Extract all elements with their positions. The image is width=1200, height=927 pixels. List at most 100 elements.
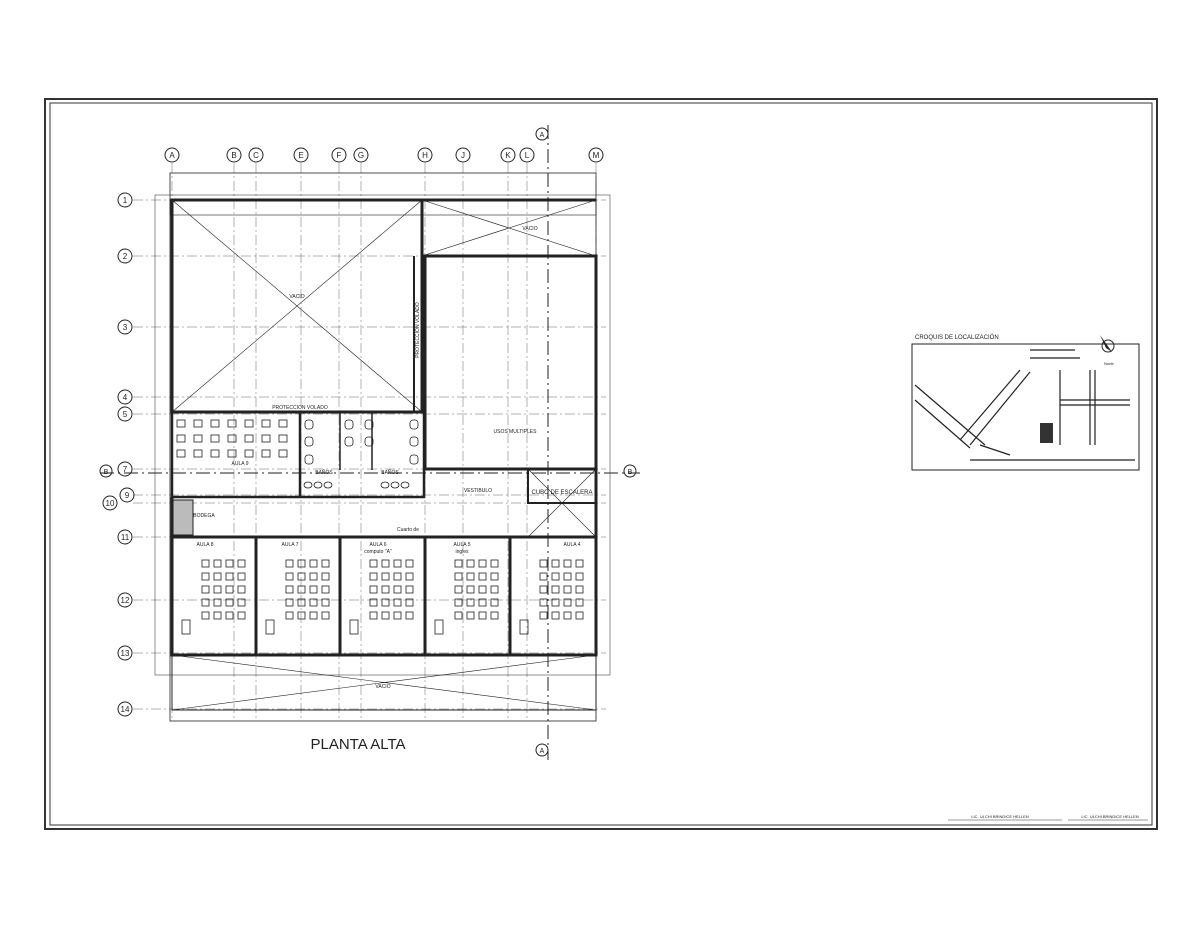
desk [454,611,463,620]
row-axis-label: 10 [106,499,115,508]
column-axis-bubble [500,147,516,163]
row-axis-bubble [119,487,135,503]
label-void: VACIO [289,294,304,300]
sink [323,481,333,489]
desk [575,611,584,620]
teacher-desk [181,619,191,635]
row-axis-bubble [117,529,133,545]
section-label-left: B [104,469,109,476]
classroom-furniture [176,419,584,635]
desk [381,559,390,568]
desk [551,585,560,594]
column-axis-label: M [593,151,600,160]
row-axis-label: 14 [121,705,130,714]
desk [551,572,560,581]
desk [393,611,402,620]
row-axis-label: 9 [125,491,130,500]
desk [369,611,378,620]
desk [454,559,463,568]
desk [201,585,210,594]
row-axis-label: 2 [123,252,128,261]
desk [563,559,572,568]
desk [297,585,306,594]
desk [405,585,414,594]
label-void: VACIO [522,226,537,232]
column-axis-label: A [169,151,175,160]
desk [369,572,378,581]
signature-right: LIC. ULCHI BRINDICE HELLEN [1081,814,1138,819]
desk [381,585,390,594]
column-axis-bubble [417,147,433,163]
column-axis-label: E [298,151,303,160]
desk [237,559,246,568]
section-label-right: B [628,469,633,476]
toilet [304,454,314,465]
desk [539,598,548,607]
desk [285,598,294,607]
desk [193,449,203,458]
sink [313,481,323,489]
desk [393,559,402,568]
desk [490,598,499,607]
desk [478,559,487,568]
label-vestibule: VESTIBULO [464,488,492,494]
label-aula-6-sub: computo "A" [364,549,392,555]
desk [321,572,330,581]
row-axis-bubble [117,319,133,335]
row-axis-label: 11 [121,533,130,542]
desk [237,572,246,581]
desk [297,611,306,620]
desk [176,419,186,428]
label-multipurpose: USOS MULTIPLES [494,429,538,435]
location-sketch: CROQUIS DE LOCALIZACIÓN Norte [911,334,1140,471]
desk [244,434,254,443]
desk [321,598,330,607]
row-axis-bubble [117,389,133,405]
desk [225,572,234,581]
label-aula-5: AULA 5 [454,542,471,548]
desk [405,598,414,607]
sink [400,481,410,489]
desk [261,419,271,428]
desk [539,611,548,620]
row-axis-label: 7 [123,465,128,474]
desk [405,611,414,620]
desk [244,419,254,428]
desk [237,611,246,620]
section-marker-right [623,464,637,478]
desk [201,598,210,607]
column-axis-bubble [353,147,369,163]
section-marker-left [99,464,113,478]
label-bath: BAÑOS [381,469,399,476]
row-axis-bubble [117,701,133,717]
desk [237,598,246,607]
desk [466,585,475,594]
desk [551,559,560,568]
label-void: VACIO [375,684,390,690]
teacher-desk [519,619,529,635]
row-axis-label: 13 [121,649,130,658]
desk [321,611,330,620]
desk [369,598,378,607]
desk [478,611,487,620]
desk [478,572,487,581]
desk [381,598,390,607]
location-sketch-title: CROQUIS DE LOCALIZACIÓN [915,334,999,341]
column-axis-label: K [505,151,511,160]
label-protection: PROTECCION VOLADO [272,405,328,411]
column-axis-bubble [331,147,347,163]
teacher-desk [434,619,444,635]
desk [321,559,330,568]
desk [309,598,318,607]
desk [201,611,210,620]
row-axis-bubble [117,461,133,477]
desk [210,434,220,443]
desk [575,585,584,594]
row-axis-label: 12 [121,596,130,605]
section-marker-top [535,127,549,141]
desk [309,585,318,594]
column-axis-label: C [253,151,259,160]
row-axis-bubble [117,248,133,264]
label-aula-4: AULA 4 [564,542,581,548]
